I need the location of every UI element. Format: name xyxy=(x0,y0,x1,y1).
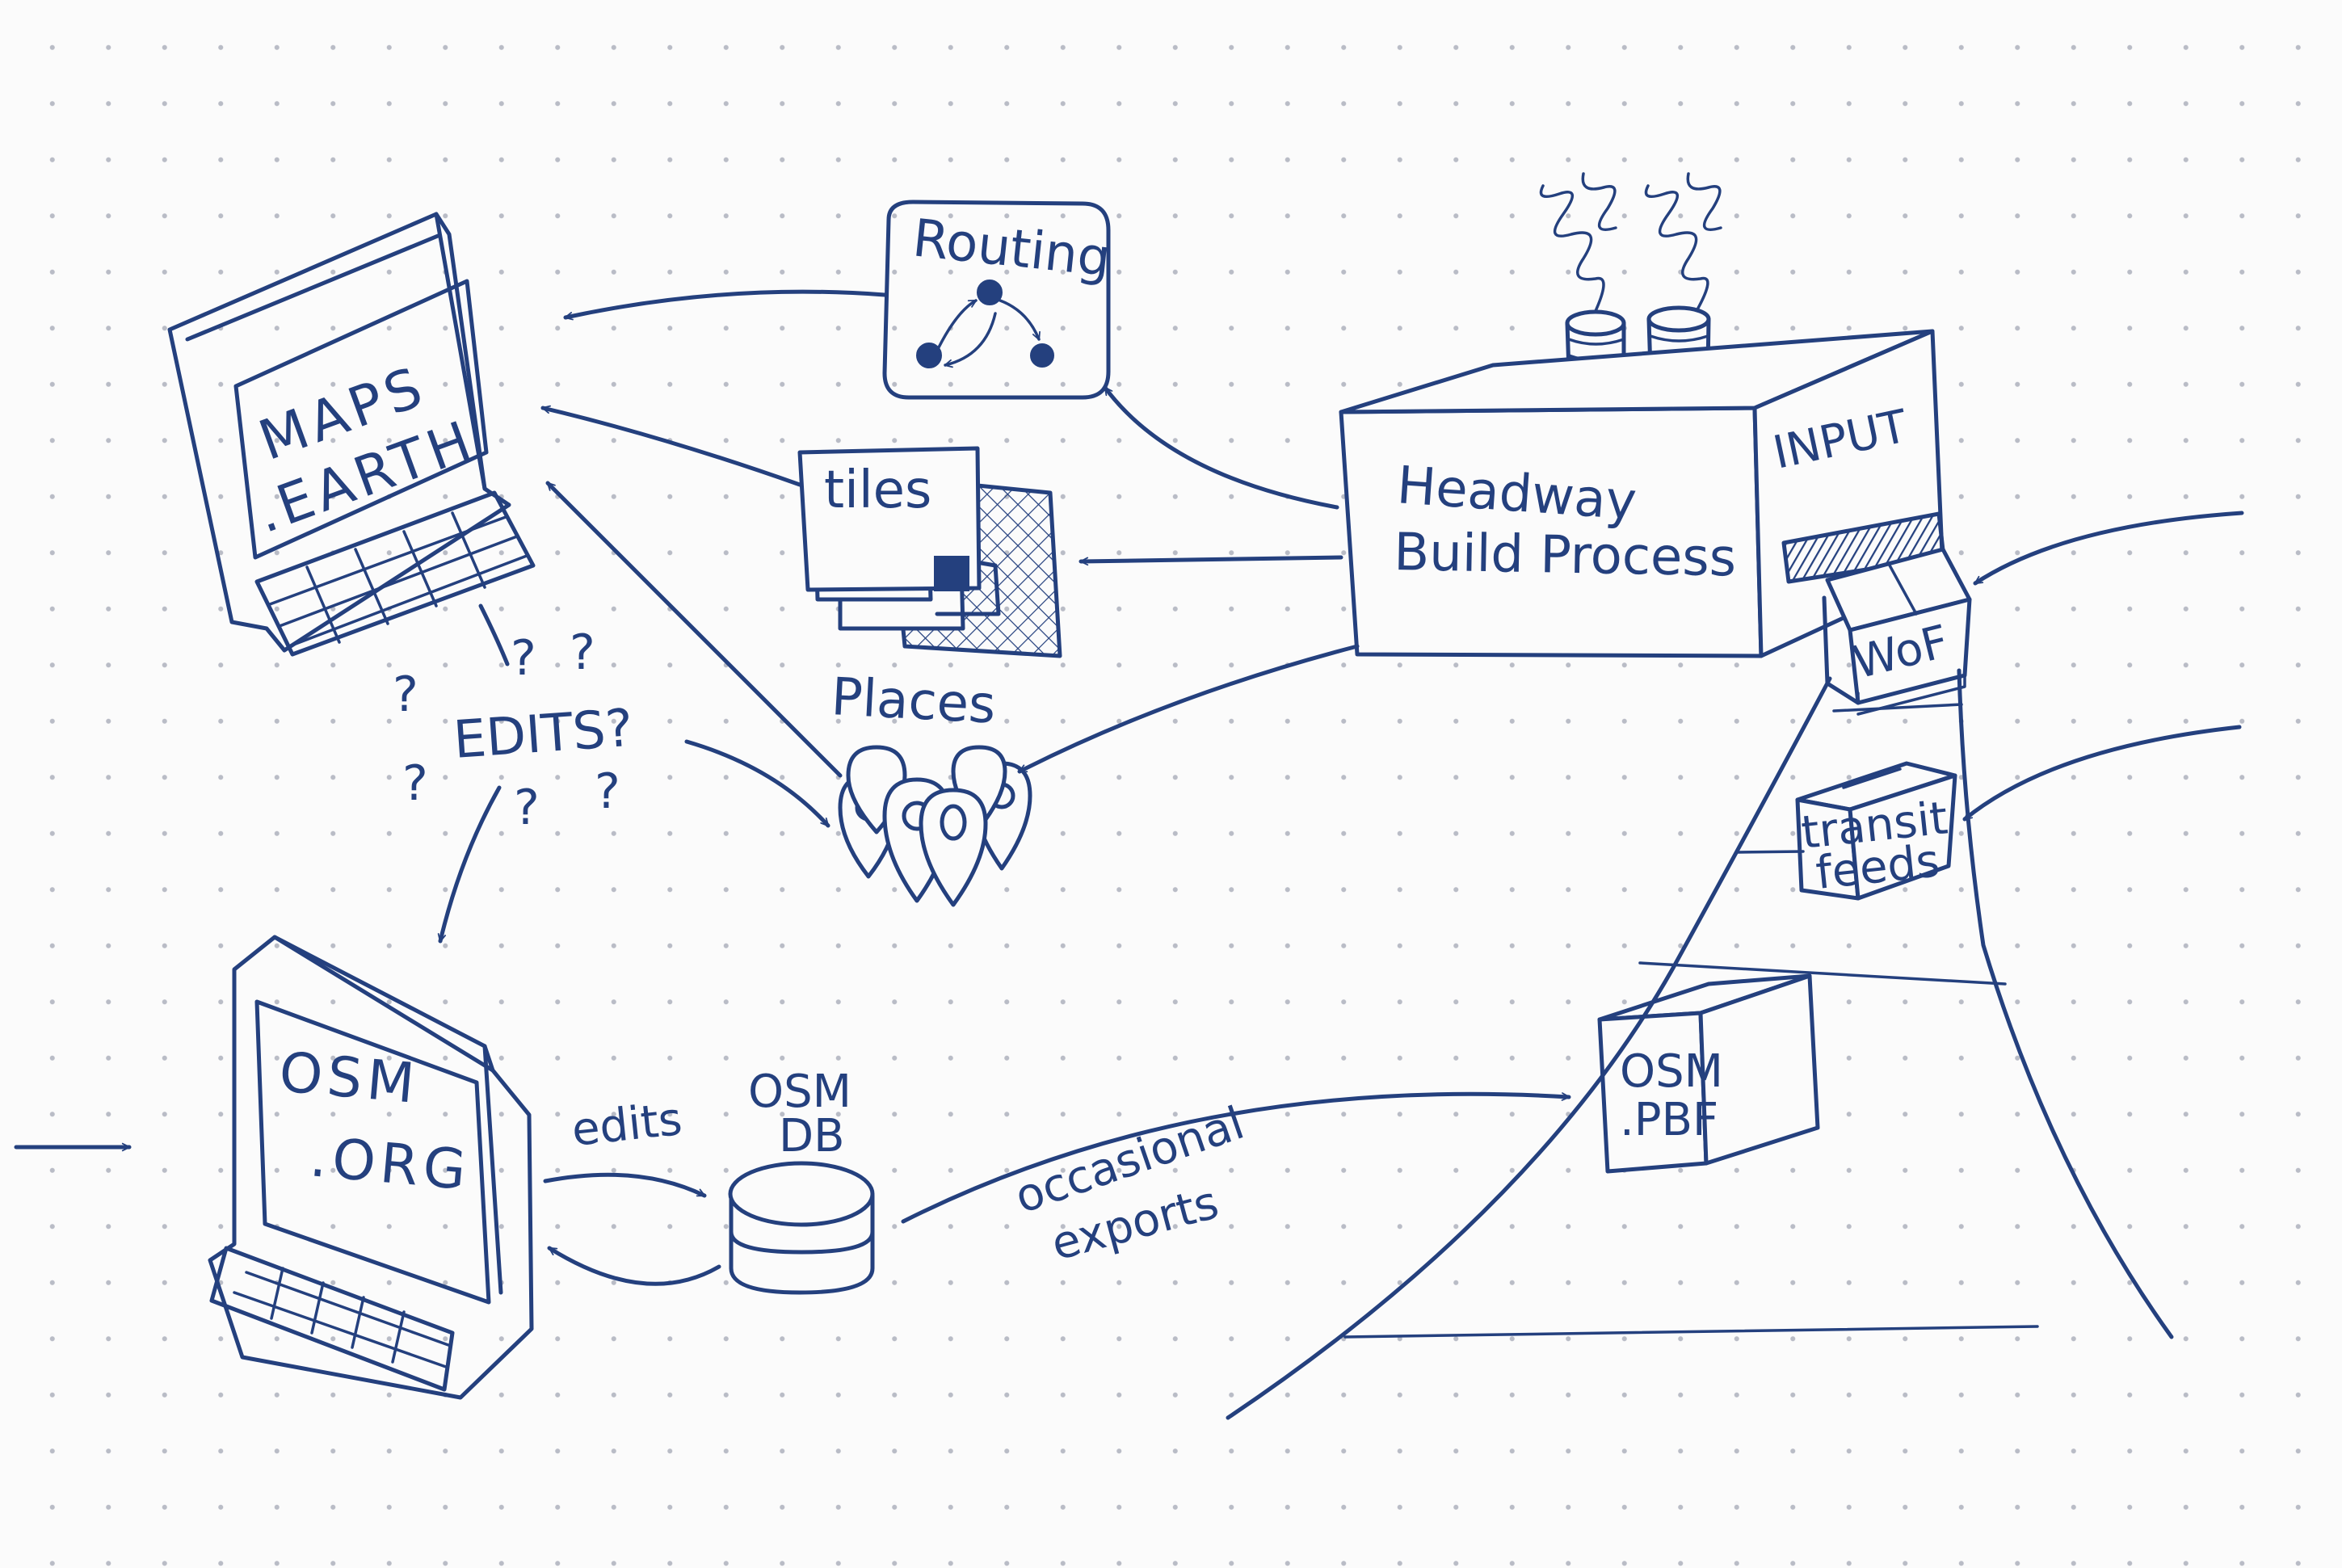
smoke-left xyxy=(1539,184,1605,313)
arrow-edits-to-places xyxy=(684,739,830,828)
osm-db-line-2: DB xyxy=(779,1110,845,1162)
osm-pbf-crate: OSM .PBF xyxy=(1597,973,1820,1174)
osm-pbf-line-2: .PBF xyxy=(1620,1094,1718,1146)
maps-earth-computer: MAPS .EARTH xyxy=(167,212,536,657)
question-mark: ? xyxy=(393,666,418,723)
arrow-build-to-tiles xyxy=(1078,555,1343,566)
question-mark: ? xyxy=(570,624,595,681)
smoke-right xyxy=(1644,184,1709,313)
places-pin-6 xyxy=(919,788,988,907)
osm-org-keyboard xyxy=(209,1246,455,1392)
input-road xyxy=(1226,668,2174,1420)
routing-node-c xyxy=(1030,343,1054,368)
arrow-db-to-osm xyxy=(547,1246,721,1286)
arrow-edits-to-osm xyxy=(437,785,502,944)
edits-question-label: EDITS? xyxy=(452,699,635,771)
wof-crate: WoF xyxy=(1822,547,1972,716)
transit-feeds-crate: transit feeds xyxy=(1795,761,1957,901)
arrow-osm-to-db xyxy=(543,1172,707,1198)
tiles-highlighted-cell xyxy=(934,556,969,591)
osm-org-screen xyxy=(254,999,491,1305)
arrow-db-to-pbf xyxy=(901,1091,1571,1224)
headway-build-factory: Headway Build Process INPUT xyxy=(1339,172,1946,658)
places-pins: Places xyxy=(830,667,1032,907)
routing-node-b xyxy=(977,280,1003,305)
routing-box: Routing xyxy=(882,200,1113,400)
build-process-line-2: Build Process xyxy=(1394,523,1737,588)
arrow-tiles-to-maps xyxy=(540,405,802,487)
arrow-external-to-wof xyxy=(1973,511,2244,586)
arrows xyxy=(14,289,2244,1286)
osm-pbf-line-1: OSM xyxy=(1620,1045,1723,1098)
question-marks: ? ? ? ? ? ? xyxy=(393,624,620,836)
osm-org-line-2: .ORG xyxy=(308,1125,473,1203)
arrow-external-to-transit xyxy=(1962,725,2242,822)
arrow-build-to-places xyxy=(1017,644,1360,774)
question-mark: ? xyxy=(514,780,540,836)
arrow-build-to-routing xyxy=(1103,385,1339,510)
chimney-left xyxy=(1565,309,1626,374)
question-mark: ? xyxy=(595,763,620,820)
places-title: Places xyxy=(830,667,997,736)
question-mark: ? xyxy=(402,755,428,812)
arrow-maps-to-edits xyxy=(478,603,510,666)
osm-org-computer: OSM .ORG xyxy=(208,935,534,1400)
maps-earth-keyboard xyxy=(254,490,536,657)
maps-earth-screen xyxy=(233,279,489,560)
arrow-routing-to-maps xyxy=(563,289,887,321)
chimney-right xyxy=(1646,305,1711,372)
osm-db-line-1: OSM xyxy=(748,1066,851,1118)
routing-title: Routing xyxy=(910,208,1113,288)
question-mark: ? xyxy=(511,630,536,687)
edits-label: edits xyxy=(570,1093,685,1157)
osm-db: OSM DB xyxy=(728,1066,875,1295)
tiles-stack: tiles xyxy=(797,446,1062,658)
routing-node-a xyxy=(916,343,942,368)
tiles-title: tiles xyxy=(824,460,931,520)
arrow-places-to-maps xyxy=(545,481,843,778)
transit-label-2: feeds xyxy=(1814,834,1942,900)
osm-org-line-1: OSM xyxy=(277,1040,423,1116)
